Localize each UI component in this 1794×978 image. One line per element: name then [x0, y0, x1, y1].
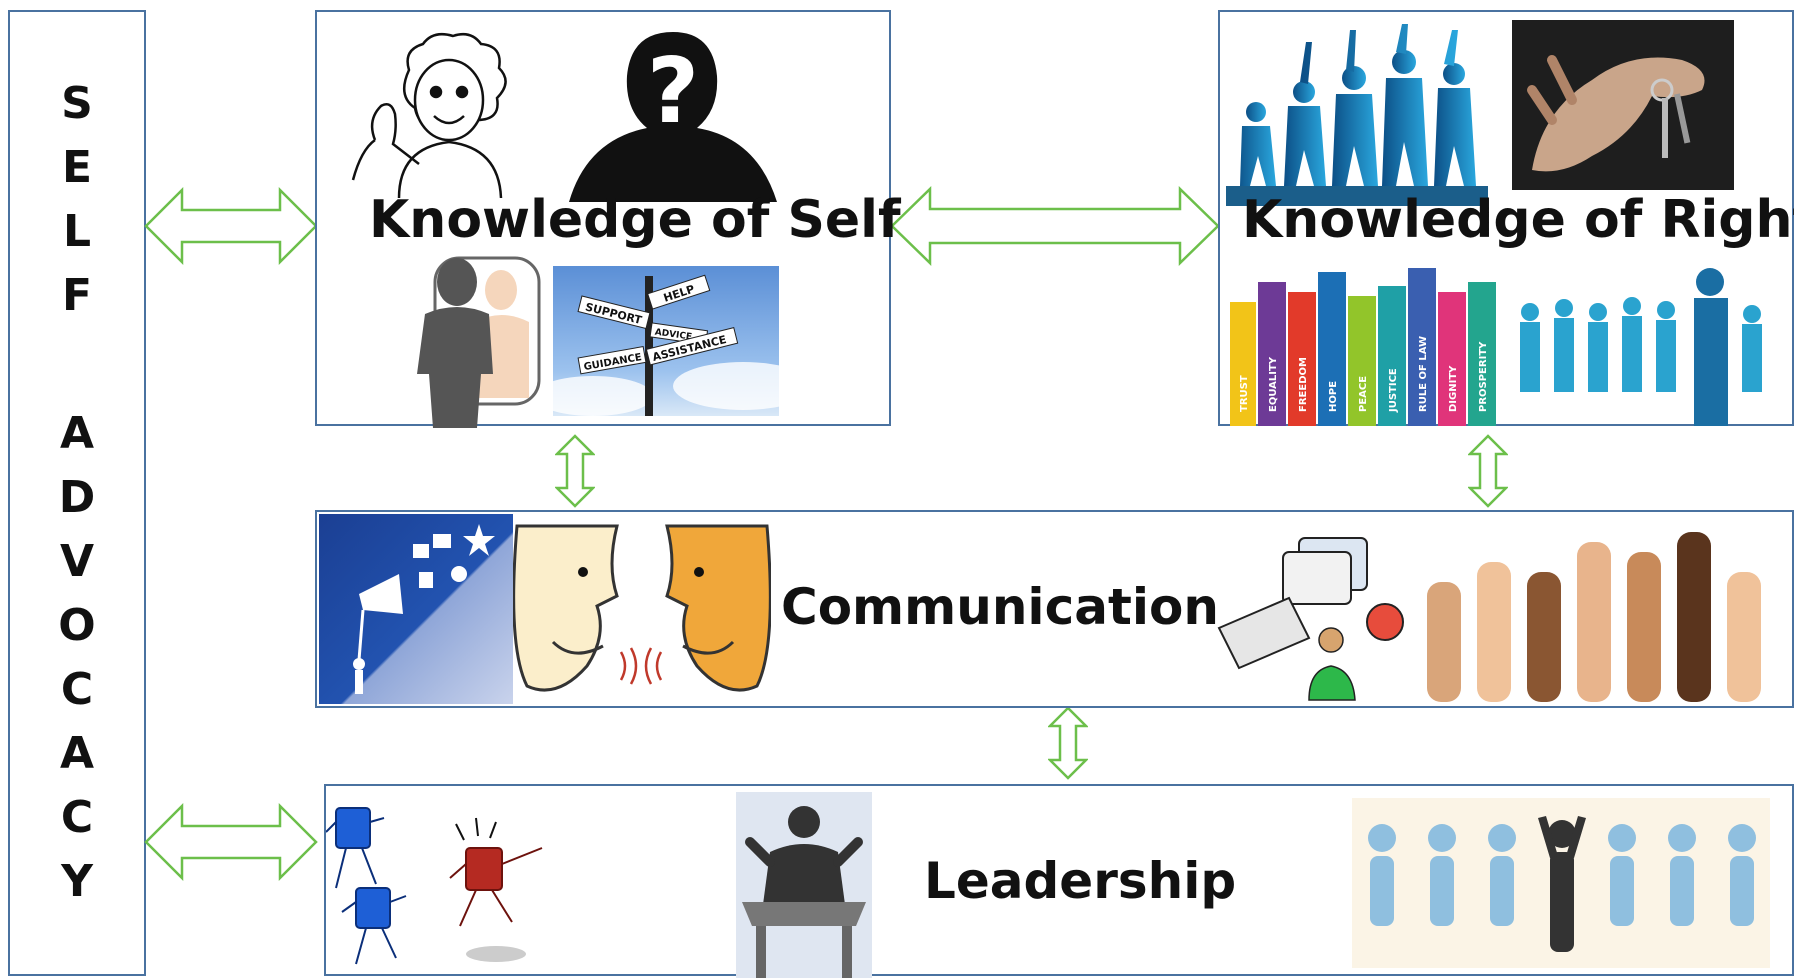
leader-characters-image	[326, 807, 543, 965]
rights-hands-image: TRUST EQUALITY FREEDOM HOPE PEACE JUSTIC…	[1230, 268, 1762, 426]
self-pointing-kid-image	[351, 33, 507, 199]
arrow-rights-to-communication	[1468, 434, 1508, 508]
speaker-at-podium-image	[736, 792, 872, 978]
self-letter: L	[62, 206, 92, 257]
megaphone-graphic-image	[319, 514, 513, 704]
advocacy-letter: C	[60, 792, 94, 843]
hand-word: EQUALITY	[1268, 356, 1279, 412]
advocacy-letter: A	[59, 408, 95, 459]
leadership-label: Leadership	[924, 852, 1237, 910]
hand-word: FREEDOM	[1298, 357, 1309, 412]
communication-label: Communication	[781, 578, 1219, 636]
knowledge-of-rights-box: Knowledge of Rights TRUST EQUALITY FREED…	[1218, 10, 1794, 426]
talking-faces-image	[513, 524, 771, 692]
hand-word: PEACE	[1358, 376, 1369, 412]
communication-box: Communication	[315, 510, 1794, 708]
advocacy-letter: O	[58, 600, 96, 651]
signpost-image: HELP SUPPORT ADVICE GUIDANCE ASSISTANCE	[553, 266, 779, 416]
celebrating-people-image	[1226, 24, 1488, 206]
hand-word: PROSPERITY	[1478, 341, 1489, 412]
self-letter: E	[61, 142, 93, 193]
arrow-self-advocacy-to-self	[144, 186, 318, 266]
advocacy-letter: A	[59, 728, 95, 779]
raised-hands-image	[1427, 532, 1761, 702]
advocacy-letter: Y	[61, 856, 93, 907]
hand-word: JUSTICE	[1388, 368, 1399, 413]
question-silhouette-image: ?	[569, 32, 777, 202]
self-word: S E L F	[10, 82, 144, 338]
signpost-help: HELP	[662, 283, 696, 305]
hand-word: HOPE	[1328, 381, 1339, 412]
knowledge-of-rights-label: Knowledge of Rights	[1242, 190, 1794, 250]
hand-word: DIGNITY	[1448, 365, 1459, 412]
self-advocacy-box: S E L F A D V O C A C Y	[8, 10, 146, 976]
hand-word: RULE OF LAW	[1418, 336, 1429, 412]
aac-devices-image	[1217, 537, 1404, 701]
arrow-self-to-communication	[555, 434, 595, 508]
advocacy-letter: C	[60, 664, 94, 715]
arrow-self-to-rights	[890, 186, 1220, 266]
knowledge-of-self-box: ? Knowledge of Self HELP SUPPORT ADVICE …	[315, 10, 901, 428]
knowledge-of-self-label: Knowledge of Self	[369, 190, 901, 250]
arrow-communication-to-leadership	[1048, 706, 1088, 780]
svg-text:?: ?	[647, 39, 699, 144]
hand-with-keys-image	[1512, 20, 1734, 190]
advocacy-letter: D	[58, 472, 96, 523]
self-letter: S	[61, 78, 93, 129]
advocacy-letter: V	[59, 536, 95, 587]
leadership-box: Leadership	[324, 784, 1794, 978]
advocacy-word: A D V O C A C Y	[10, 412, 144, 924]
arrow-self-advocacy-to-leadership	[144, 802, 318, 882]
mirror-reflection-image	[417, 256, 541, 428]
team-figures-image	[1352, 798, 1770, 968]
self-letter: F	[61, 270, 93, 321]
hand-word: TRUST	[1239, 375, 1250, 412]
